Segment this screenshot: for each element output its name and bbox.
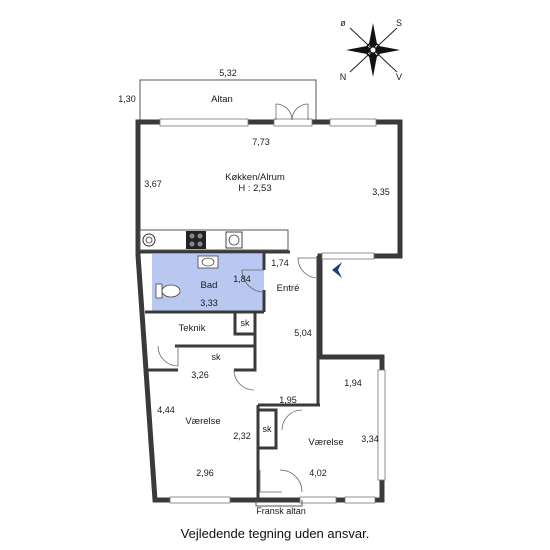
top-windows — [159, 118, 386, 504]
room2-top-dim: 1,94 — [344, 378, 362, 388]
bathroom-width-dim: 3,33 — [200, 298, 218, 308]
compass-south-label: S — [396, 18, 402, 28]
french-balcony — [255, 500, 303, 507]
kitchen-left-dim: 3,67 — [144, 179, 162, 189]
interior-walls — [140, 250, 320, 500]
compass-rose-icon — [346, 23, 400, 77]
entre-top-dim: 1,74 — [271, 258, 289, 268]
room2-height-dim: 3,34 — [361, 434, 379, 444]
room1-depth-dim: 2,32 — [233, 431, 251, 441]
room2-width-dim: 4,02 — [309, 468, 327, 478]
balcony-door — [275, 103, 309, 121]
kitchen-label: Køkken/Alrum — [225, 172, 285, 183]
teknik-width-dim: 3,26 — [191, 370, 209, 380]
bathroom-label: Bad — [201, 280, 218, 291]
compass-north-label: ø — [340, 18, 346, 28]
disclaimer-text: Vejledende tegning uden ansvar. — [180, 526, 370, 541]
closet-label-1: sk — [241, 318, 251, 328]
kitchen-counter — [139, 229, 289, 251]
room1-width-dim: 2,96 — [196, 468, 214, 478]
bathroom-fixtures — [155, 255, 265, 299]
french-balcony-label: Fransk altan — [256, 506, 306, 516]
entre-height-dim: 5,04 — [294, 328, 312, 338]
balcony-depth-dim: 1,30 — [118, 94, 136, 104]
entrance-arrow-icon — [332, 262, 342, 278]
room1-label: Værelse — [185, 416, 220, 427]
bathroom-depth-dim: 1,84 — [233, 274, 251, 284]
balcony — [139, 79, 317, 120]
teknik-label: Teknik — [179, 323, 206, 334]
kitchen-right-dim: 3,35 — [372, 187, 390, 197]
kitchen-width-dim: 7,73 — [252, 137, 270, 147]
kitchen-height-label: H : 2,53 — [238, 183, 271, 194]
entre-label: Entré — [277, 283, 300, 294]
outer-wall — [135, 119, 403, 503]
balcony-label: Altan — [211, 94, 233, 105]
room2-label: Værelse — [308, 437, 343, 448]
entre-bottom-dim: 1,95 — [279, 395, 297, 405]
compass-east-label: V — [396, 72, 402, 82]
closet-label-3: sk — [263, 424, 273, 434]
compass-west-label: N — [340, 72, 347, 82]
interior-doors — [157, 257, 319, 493]
balcony-width-dim: 5,32 — [219, 68, 237, 78]
closet-label-2: sk — [212, 352, 222, 362]
room1-height-dim: 4,44 — [157, 405, 175, 415]
